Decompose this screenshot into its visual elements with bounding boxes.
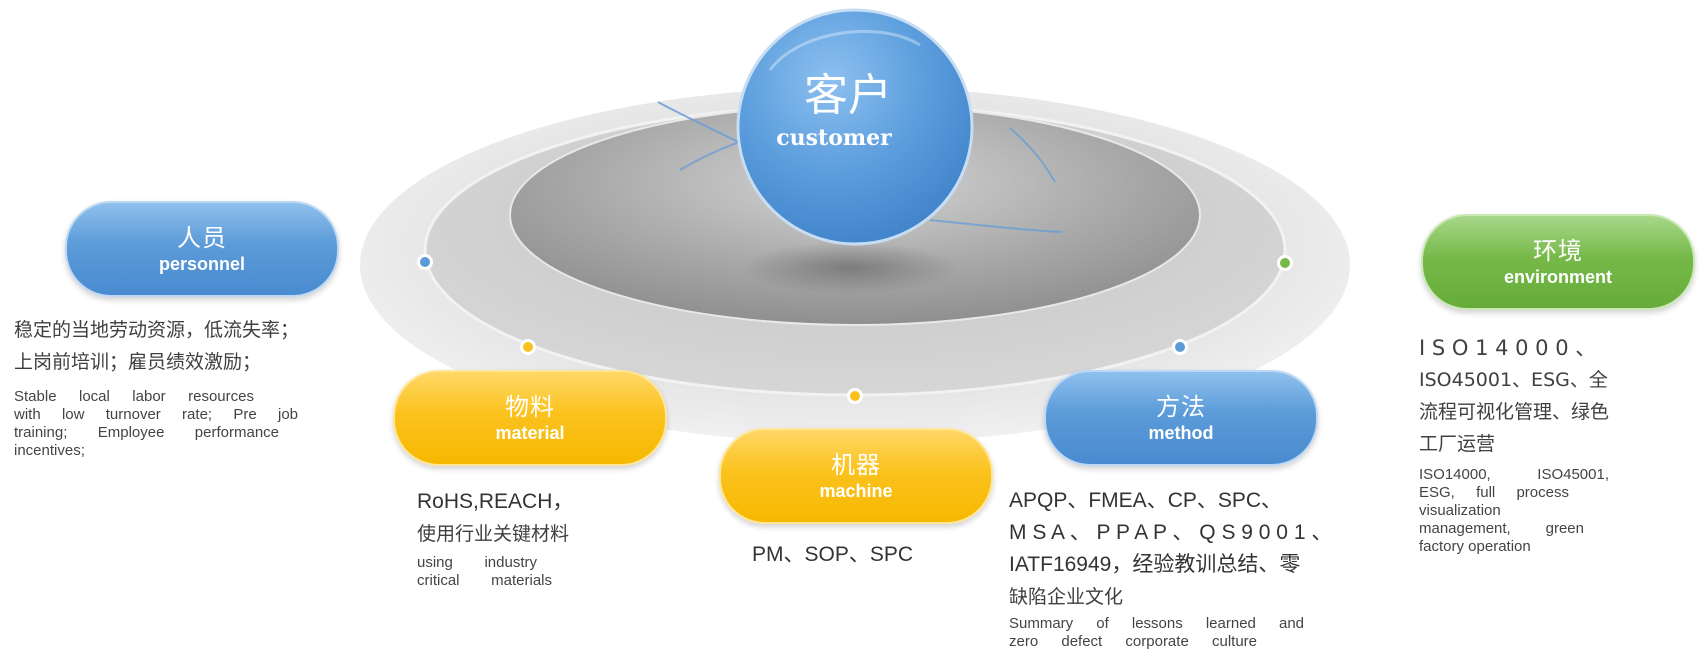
material-desc: RoHS,REACH， 使用行业关键材料 using industry crit… bbox=[417, 486, 637, 590]
personnel-desc-en-line: training; Employee performance bbox=[14, 424, 279, 441]
environment-desc-en-line: management, green bbox=[1419, 520, 1584, 537]
machine-desc-line: PM、SOP、SPC bbox=[752, 543, 914, 566]
customer-sphere bbox=[736, 8, 974, 246]
method-desc-en-line: Summary of lessons learned and bbox=[1009, 615, 1304, 632]
environment-desc-line: ISO45001、ESG、全 bbox=[1419, 369, 1608, 391]
node-method-en: method bbox=[1148, 423, 1214, 443]
material-desc-line: 使用行业关键材料 bbox=[417, 523, 570, 545]
method-desc: APQP、FMEA、CP、SPC、 M S A 、 P P A P 、 Q S … bbox=[1009, 485, 1409, 651]
node-personnel-en: personnel bbox=[158, 254, 246, 274]
method-desc-line: IATF16949，经验教训总结、零 bbox=[1009, 553, 1301, 576]
sphere-shadow bbox=[740, 242, 960, 294]
node-machine: 机器 machine bbox=[719, 428, 993, 524]
orbit-arc-right-upper bbox=[1009, 127, 1056, 183]
node-environment-en: environment bbox=[1503, 267, 1613, 287]
personnel-desc-en-line: incentives; bbox=[14, 442, 85, 459]
personnel-desc-en-line: with low turnover rate; Pre job bbox=[14, 406, 298, 423]
node-machine-cn: 机器 bbox=[831, 451, 881, 479]
environment-desc: I S O 1 4 0 0 0 、 ISO45001、ESG、全 流程可视化管理… bbox=[1419, 332, 1701, 556]
method-desc-line: M S A 、 P P A P 、 Q S 9 0 0 1 、 bbox=[1009, 521, 1333, 544]
method-desc-line: 缺陷企业文化 bbox=[1009, 586, 1124, 608]
ring-dot-personnel bbox=[417, 254, 433, 270]
sphere-highlight bbox=[768, 29, 921, 71]
node-method-cn: 方法 bbox=[1156, 393, 1206, 421]
node-machine-en: machine bbox=[819, 481, 893, 501]
node-environment: 环境 environment bbox=[1421, 214, 1695, 310]
node-material-cn: 物料 bbox=[505, 393, 555, 421]
node-personnel-cn: 人员 bbox=[177, 224, 227, 252]
environment-desc-line: 流程可视化管理、绿色 bbox=[1419, 401, 1610, 423]
customer-label-en: customer bbox=[776, 125, 892, 151]
material-desc-en-line: critical materials bbox=[417, 572, 552, 589]
environment-desc-line: 工厂运营 bbox=[1419, 433, 1496, 455]
personnel-desc-cn-line: 上岗前培训；雇员绩效激励； bbox=[14, 351, 262, 373]
material-desc-line: RoHS,REACH， bbox=[417, 490, 574, 513]
environment-desc-en-line: ISO14000, ISO45001, bbox=[1419, 466, 1609, 483]
customer-label-cn: 客户 bbox=[804, 70, 892, 121]
personnel-desc-en-line: Stable local labor resources bbox=[14, 388, 254, 405]
node-material: 物料 material bbox=[393, 370, 667, 466]
environment-desc-en-line: visualization bbox=[1419, 502, 1501, 519]
node-personnel: 人员 personnel bbox=[65, 201, 339, 297]
ring-dot-material bbox=[520, 339, 536, 355]
personnel-desc-cn-line: 稳定的当地劳动资源，低流失率； bbox=[14, 319, 300, 341]
method-desc-en-line: zero defect corporate culture bbox=[1009, 633, 1257, 650]
environment-desc-en-line: factory operation bbox=[1419, 538, 1531, 555]
material-desc-en-line: using industry bbox=[417, 554, 537, 571]
environment-desc-line: I S O 1 4 0 0 0 、 bbox=[1419, 336, 1597, 360]
machine-desc: PM、SOP、SPC bbox=[752, 539, 913, 571]
orbit-arc-right bbox=[929, 219, 1063, 233]
personnel-desc: 稳定的当地劳动资源，低流失率； 上岗前培训；雇员绩效激励； Stable loc… bbox=[14, 314, 334, 460]
environment-desc-en-line: ESG, full process bbox=[1419, 484, 1569, 501]
method-desc-line: APQP、FMEA、CP、SPC、 bbox=[1009, 489, 1283, 512]
ring-dot-environment bbox=[1277, 255, 1293, 271]
node-environment-cn: 环境 bbox=[1533, 237, 1583, 265]
node-material-en: material bbox=[495, 423, 565, 443]
ring-dot-method bbox=[1172, 339, 1188, 355]
node-method: 方法 method bbox=[1044, 370, 1318, 466]
ring-dot-machine bbox=[847, 388, 863, 404]
